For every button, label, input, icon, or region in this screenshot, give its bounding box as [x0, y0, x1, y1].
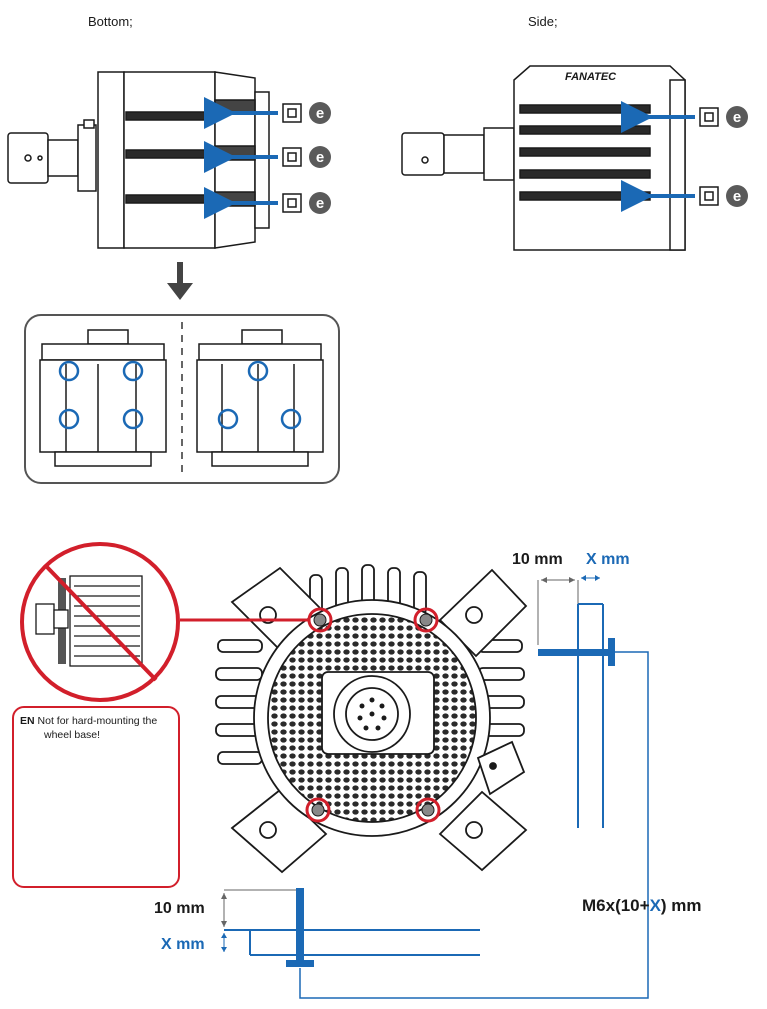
- side-view-nut-callouts: [621, 101, 748, 212]
- part-letter-e: e: [316, 149, 324, 166]
- down-arrow-icon: [167, 262, 193, 300]
- hard-mount-warning-note: EN Not for hard-mounting the wheel base!: [12, 706, 180, 888]
- dimension-lines-bottom: [221, 888, 480, 967]
- dim-top-fixed: 10 mm: [512, 551, 563, 568]
- screw-spec-label: M6x(10+X) mm: [582, 896, 702, 915]
- note-text-line1: Not for hard-mounting the: [37, 715, 158, 727]
- dim-bottom-fixed: 10 mm: [154, 900, 205, 917]
- view-label-bottom: Bottom;: [88, 14, 133, 29]
- nut-position-detail-panel: [24, 314, 340, 484]
- side-view-base: [401, 65, 686, 251]
- mounting-hole-highlights: [180, 607, 441, 823]
- note-text-line2: wheel base!: [44, 729, 101, 741]
- view-label-side: Side;: [528, 14, 558, 29]
- part-letter-e: e: [316, 105, 324, 122]
- dimension-lines-top: [299, 575, 649, 999]
- bottom-view-nut-callouts: [204, 97, 331, 219]
- hard-mount-prohibited-icon: [20, 542, 180, 702]
- part-letter-e: e: [316, 195, 324, 212]
- dim-top-variable: X mm: [586, 551, 630, 568]
- note-language-code: EN: [20, 715, 35, 727]
- brand-logo: FANATEC: [565, 71, 617, 83]
- bottom-view-base: [7, 71, 270, 249]
- front-view-base: [215, 564, 528, 874]
- part-letter-e: e: [733, 109, 741, 126]
- dim-bottom-variable: X mm: [161, 936, 205, 953]
- part-letter-e: e: [733, 188, 741, 205]
